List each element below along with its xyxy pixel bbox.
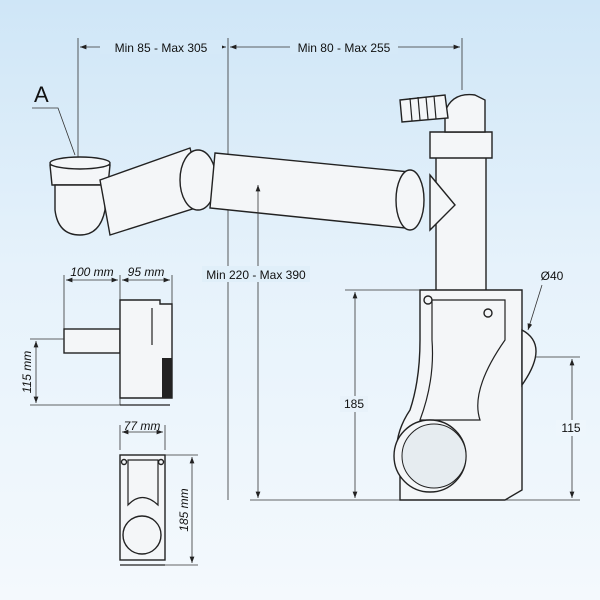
side-dim-width-b: 95 mm (128, 265, 165, 279)
top-dimensions: Min 85 - Max 305 Min 80 - Max 255 (77, 38, 463, 500)
main-vertical-dimensions: Min 220 - Max 390 185 115 Ø40 (202, 185, 586, 501)
label-a-leader (32, 107, 76, 156)
front-dim-width: 77 mm (124, 419, 161, 433)
front-view: 77 mm 185 mm (119, 419, 198, 566)
dim-115: 115 (561, 421, 580, 435)
front-dim-height: 185 mm (177, 488, 191, 531)
side-dim-height: 115 mm (20, 351, 34, 393)
dim-185: 185 (344, 397, 364, 411)
label-a: A (34, 82, 49, 107)
siphon-main-view (49, 93, 537, 501)
dim-vertical: Min 220 - Max 390 (206, 268, 306, 282)
dim-top-left: Min 85 - Max 305 (115, 41, 208, 55)
side-dim-width-a: 100 mm (70, 265, 113, 279)
dim-top-right: Min 80 - Max 255 (298, 41, 391, 55)
side-view: 100 mm 95 mm 115 mm (20, 265, 173, 406)
dim-diameter: Ø40 (541, 269, 564, 283)
